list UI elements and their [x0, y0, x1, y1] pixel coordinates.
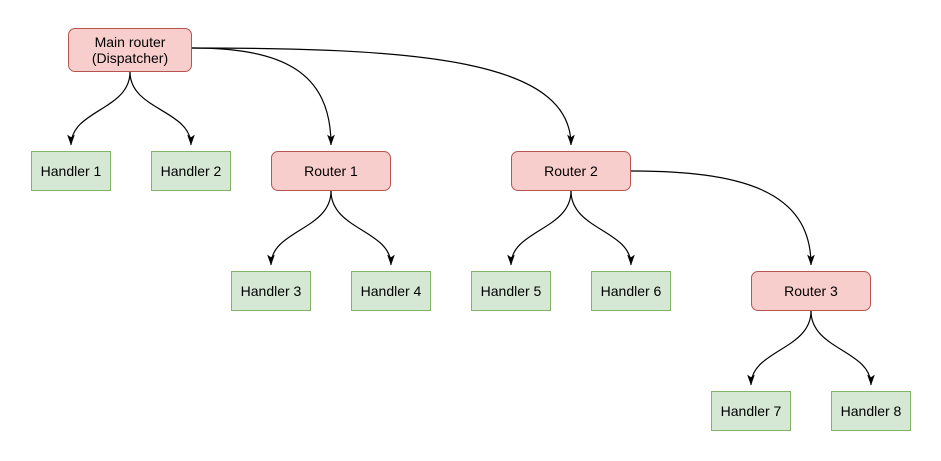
edge-router-2-to-handler-5	[507, 190, 572, 266]
node-label-handler-5: Handler 5	[480, 283, 542, 299]
node-handler-2[interactable]: Handler 2	[151, 151, 231, 191]
node-handler-4[interactable]: Handler 4	[351, 271, 431, 311]
node-label-main-router: Main router (Dispatcher)	[91, 34, 169, 66]
node-handler-3[interactable]: Handler 3	[231, 271, 311, 311]
node-main-router[interactable]: Main router (Dispatcher)	[68, 28, 192, 72]
node-label-handler-4: Handler 4	[360, 283, 422, 299]
node-label-router-2: Router 2	[544, 163, 598, 179]
edge-main-to-router-2	[191, 47, 575, 146]
node-router-1[interactable]: Router 1	[271, 151, 391, 191]
node-router-2[interactable]: Router 2	[511, 151, 631, 191]
edges-group	[67, 47, 875, 386]
edge-main-to-handler-2	[129, 71, 195, 146]
edge-router-1-to-handler-4	[330, 190, 395, 266]
node-handler-7[interactable]: Handler 7	[711, 391, 791, 431]
node-label-router-3: Router 3	[784, 283, 838, 299]
edge-main-to-handler-1	[67, 71, 131, 146]
node-label-handler-8: Handler 8	[840, 403, 902, 419]
edge-router-2-to-router-3	[630, 170, 815, 266]
edge-router-1-to-handler-3	[267, 190, 332, 266]
edge-router-3-to-handler-7	[747, 310, 812, 386]
node-label-handler-6: Handler 6	[600, 283, 662, 299]
node-handler-1[interactable]: Handler 1	[31, 151, 111, 191]
node-handler-8[interactable]: Handler 8	[831, 391, 911, 431]
edge-router-2-to-handler-6	[570, 190, 635, 266]
node-handler-5[interactable]: Handler 5	[471, 271, 551, 311]
node-label-handler-7: Handler 7	[720, 403, 782, 419]
node-label-handler-3: Handler 3	[240, 283, 302, 299]
node-label-handler-2: Handler 2	[160, 163, 222, 179]
node-label-handler-1: Handler 1	[40, 163, 102, 179]
node-label-router-1: Router 1	[304, 163, 358, 179]
node-router-3[interactable]: Router 3	[751, 271, 871, 311]
edge-router-3-to-handler-8	[810, 310, 875, 386]
node-handler-6[interactable]: Handler 6	[591, 271, 671, 311]
edge-main-to-router-1	[191, 47, 335, 146]
